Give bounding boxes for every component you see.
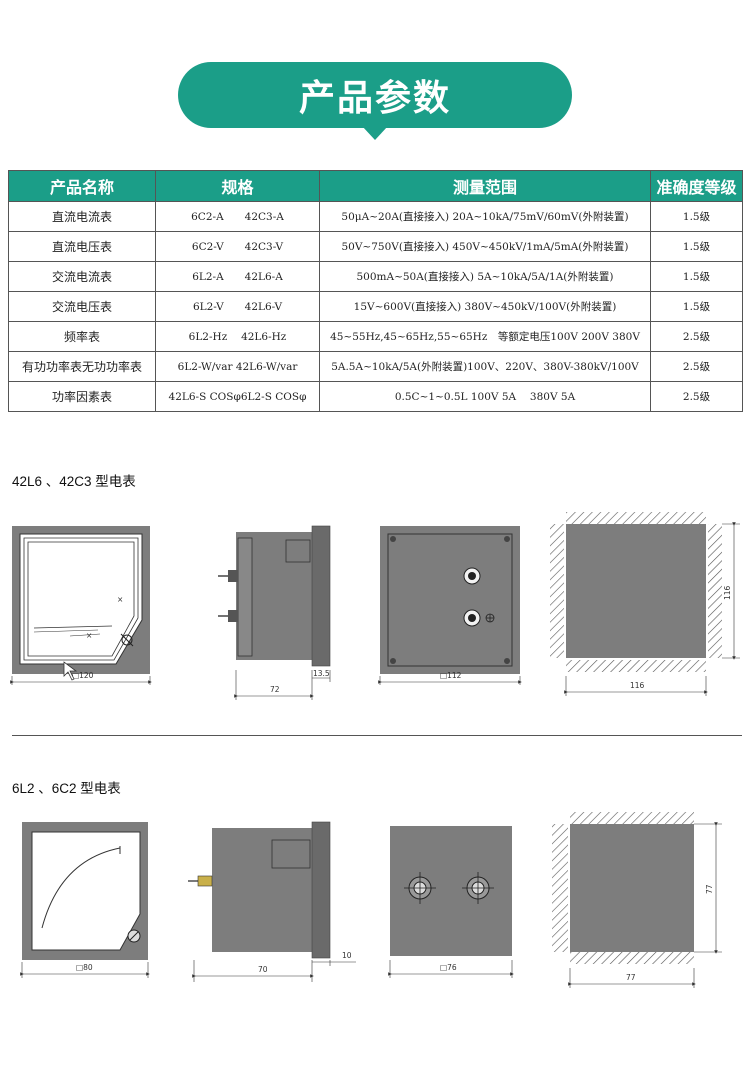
table-row: 交流电压表 6L2-V 42L6-V 15V~600V(直接接入) 380V~4… <box>8 291 743 322</box>
spec-table: 产品名称 规格 测量范围 准确度等级 直流电流表 6C2-A 42C3-A 50… <box>8 170 743 412</box>
cell-name: 直流电压表 <box>8 231 156 262</box>
table-row: 有功功率表无功功率表 6L2-W/var 42L6-W/var 5A.5A~10… <box>8 351 743 382</box>
drawings-42l6: × × □120 72 13.5 <box>10 512 740 700</box>
cell-range: 50μA~20A(直接接入) 20A~10kA/75mV/60mV(外附装置) <box>319 201 651 232</box>
table-row: 交流电流表 6L2-A 42L6-A 500mA~50A(直接接入) 5A~10… <box>8 261 743 292</box>
header-range: 测量范围 <box>319 170 651 202</box>
header-accuracy: 准确度等级 <box>650 170 743 202</box>
svg-text:×: × <box>117 595 123 604</box>
dim-side-flange-42l6: 13.5 <box>313 669 330 678</box>
cell-name: 直流电流表 <box>8 201 156 232</box>
cell-range: 500mA~50A(直接接入) 5A~10kA/5A/1A(外附装置) <box>319 261 651 292</box>
cell-spec: 6C2-A 42C3-A <box>155 201 320 232</box>
cell-spec: 42L6-S COSφ6L2-S COSφ <box>155 381 320 412</box>
dim-front-6l2: □80 <box>76 963 93 972</box>
cell-name: 有功功率表无功功率表 <box>8 351 156 382</box>
dim-side-depth-6l2: 70 <box>258 965 268 974</box>
dim-side-flange-6l2: 10 <box>342 951 352 960</box>
cell-spec: 6L2-A 42L6-A <box>155 261 320 292</box>
dim-side-depth-42l6: 72 <box>270 685 280 694</box>
svg-text:×: × <box>86 631 92 640</box>
dim-cutout-h-42l6: 116 <box>723 585 732 600</box>
cell-accuracy: 1.5级 <box>650 261 743 292</box>
back-view-42l6: □112 <box>378 526 522 685</box>
cell-range: 5A.5A~10kA/5A(外附装置)100V、220V、380V-380kV/… <box>319 351 651 382</box>
cell-spec: 6L2-V 42L6-V <box>155 291 320 322</box>
cell-accuracy: 1.5级 <box>650 231 743 262</box>
dim-cutout-h-6l2: 77 <box>705 884 714 894</box>
section-divider <box>12 735 742 736</box>
dim-back-42l6: □112 <box>440 671 462 680</box>
cell-range: 15V~600V(直接接入) 380V~450kV/100V(外附装置) <box>319 291 651 322</box>
cell-name: 交流电流表 <box>8 261 156 292</box>
cutout-view-42l6: 116 116 <box>550 512 740 696</box>
section-banner: 产品参数 <box>178 62 572 128</box>
section-title-6l2: 6L2 、6C2 型电表 <box>12 781 121 796</box>
front-view-42l6: × × □120 <box>10 526 152 685</box>
cell-name: 功率因素表 <box>8 381 156 412</box>
banner-pointer <box>362 126 388 140</box>
section-title-42l6: 42L6 、42C3 型电表 <box>12 474 136 489</box>
cell-range: 50V~750V(直接接入) 450V~450kV/1mA/5mA(外附装置) <box>319 231 651 262</box>
dim-cutout-w-6l2: 77 <box>626 973 636 982</box>
header-spec: 规格 <box>155 170 320 202</box>
table-row: 频率表 6L2-Hz 42L6-Hz 45~55Hz,45~65Hz,55~65… <box>8 321 743 352</box>
table-row: 功率因素表 42L6-S COSφ6L2-S COSφ 0.5C~1~0.5L … <box>8 381 743 412</box>
side-view-6l2: 70 10 <box>188 821 356 982</box>
cell-range: 45~55Hz,45~65Hz,55~65Hz 等额定电压100V 200V 3… <box>319 321 651 352</box>
banner-title: 产品参数 <box>298 78 451 119</box>
cutout-view-6l2: 77 77 <box>552 812 722 988</box>
cell-accuracy: 2.5级 <box>650 381 743 412</box>
cell-spec: 6L2-W/var 42L6-W/var <box>155 351 320 382</box>
drawings-6l2: □80 70 10 □76 <box>20 812 722 988</box>
front-view-6l2: □80 <box>20 822 150 978</box>
cell-accuracy: 1.5级 <box>650 291 743 322</box>
cell-name: 交流电压表 <box>8 291 156 322</box>
dim-back-6l2: □76 <box>440 963 457 972</box>
table-header-row: 产品名称 规格 测量范围 准确度等级 <box>8 170 743 202</box>
cell-accuracy: 2.5级 <box>650 351 743 382</box>
table-row: 直流电压表 6C2-V 42C3-V 50V~750V(直接接入) 450V~4… <box>8 231 743 262</box>
header-product-name: 产品名称 <box>8 170 156 202</box>
side-view-42l6: 72 13.5 <box>218 525 331 700</box>
back-view-6l2: □76 <box>388 826 514 978</box>
cell-accuracy: 1.5级 <box>650 201 743 232</box>
cell-spec: 6C2-V 42C3-V <box>155 231 320 262</box>
cell-spec: 6L2-Hz 42L6-Hz <box>155 321 320 352</box>
cell-name: 频率表 <box>8 321 156 352</box>
table-row: 直流电流表 6C2-A 42C3-A 50μA~20A(直接接入) 20A~10… <box>8 201 743 232</box>
dim-cutout-w-42l6: 116 <box>630 681 645 690</box>
dim-front-42l6: □120 <box>72 671 94 680</box>
cell-accuracy: 2.5级 <box>650 321 743 352</box>
cell-range: 0.5C~1~0.5L 100V 5A 380V 5A <box>319 381 651 412</box>
